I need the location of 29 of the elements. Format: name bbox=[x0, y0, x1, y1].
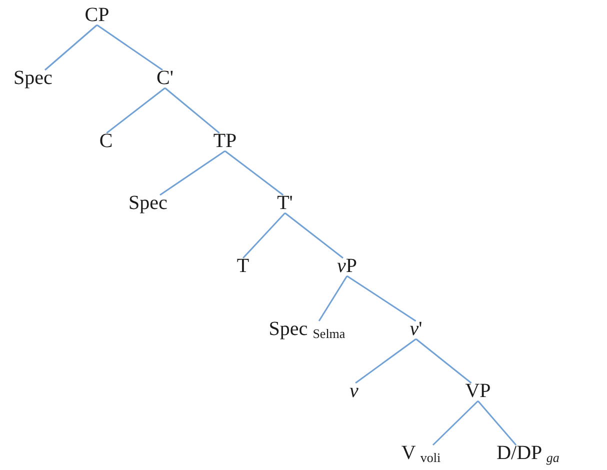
tree-branch bbox=[346, 275, 416, 322]
tree-branch bbox=[318, 276, 348, 322]
tree-branch bbox=[284, 212, 344, 259]
tree-branch bbox=[44, 24, 98, 71]
tree-branch bbox=[432, 400, 479, 446]
tree-node-label: CP bbox=[84, 4, 110, 26]
tree-branch bbox=[106, 87, 166, 134]
tree-branch bbox=[160, 150, 226, 196]
tree-branch bbox=[416, 338, 472, 384]
tree-branch bbox=[164, 87, 220, 134]
tree-node-label: v bbox=[350, 380, 358, 402]
tree-branch bbox=[355, 338, 416, 384]
tree-node-label: vP bbox=[337, 255, 357, 277]
tree-node-label: C' bbox=[156, 67, 174, 89]
tree-node-label: VP bbox=[465, 380, 491, 402]
tree-branch bbox=[477, 400, 517, 446]
tree-node-label: v' bbox=[410, 318, 422, 340]
tree-branch bbox=[242, 212, 286, 258]
tree-node-label: T' bbox=[277, 192, 293, 214]
tree-node-label: D/DP $_{ga}$ bbox=[496, 442, 560, 469]
tree-node-label: C bbox=[99, 130, 113, 152]
tree-branch bbox=[224, 150, 284, 196]
tree-branch bbox=[96, 24, 163, 71]
tree-node-label: V $_{voli}$ bbox=[401, 442, 441, 469]
tree-node-label: Spec bbox=[14, 67, 52, 89]
tree-node-label: Spec $_{Selma}$ bbox=[268, 318, 346, 345]
tree-node-label: T bbox=[236, 255, 250, 277]
tree-node-label: TP bbox=[213, 130, 237, 152]
tree-node-label: Spec bbox=[128, 192, 168, 214]
